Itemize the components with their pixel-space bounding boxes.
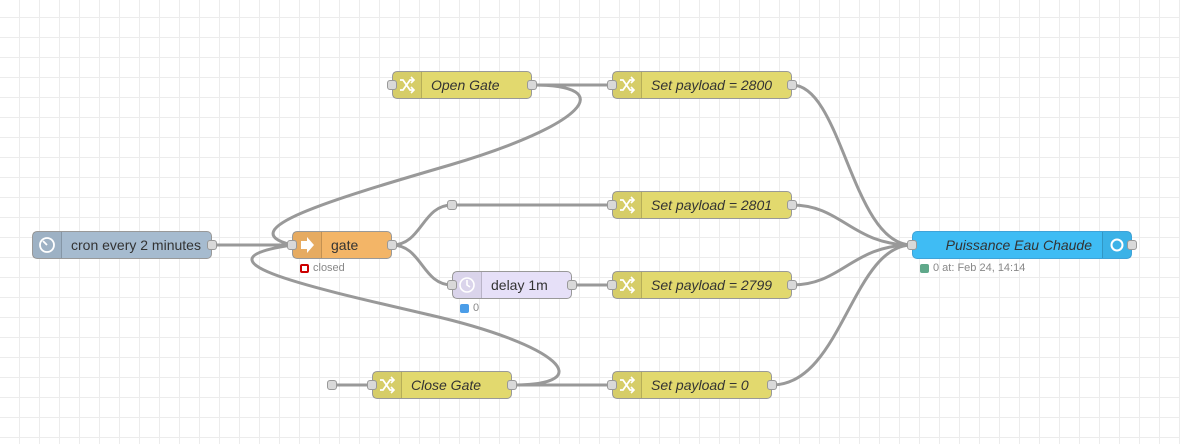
- close-gate-input-port[interactable]: [367, 380, 377, 390]
- junction-2801-port[interactable]: [447, 200, 457, 210]
- wire-close-gate-to-gate[interactable]: [250, 243, 561, 387]
- open-gate-label: Open Gate: [431, 77, 500, 93]
- gate-status-text: closed: [313, 262, 345, 274]
- open-gate-input-port[interactable]: [387, 80, 397, 90]
- close-gate-output-port[interactable]: [507, 380, 517, 390]
- gate-status: closed: [300, 262, 345, 274]
- shuffle-icon: [613, 372, 642, 398]
- set-payload-0-node[interactable]: Set payload = 0: [612, 371, 772, 399]
- set-2799-label: Set payload = 2799: [651, 277, 773, 293]
- gate-node[interactable]: gate: [292, 231, 392, 259]
- cron-node-label: cron every 2 minutes: [71, 237, 201, 253]
- shuffle-icon: [613, 72, 642, 98]
- close-gate-label: Close Gate: [411, 377, 482, 393]
- delay-node-label: delay 1m: [491, 277, 548, 293]
- mqtt-status: 0 at: Feb 24, 14:14: [920, 262, 1025, 274]
- wire-set-2801-to-mqtt[interactable]: [791, 203, 913, 247]
- set-payload-2799-node[interactable]: Set payload = 2799: [612, 271, 792, 299]
- cron-output-port[interactable]: [207, 240, 217, 250]
- mqtt-status-text: 0 at: Feb 24, 14:14: [933, 262, 1026, 274]
- cron-inject-node[interactable]: cron every 2 minutes: [32, 231, 212, 259]
- delay-status-dot-icon: [460, 303, 469, 313]
- delay-status: 0: [460, 302, 479, 314]
- wire-gate-to-set-2801[interactable]: [391, 203, 612, 247]
- set-payload-2801-node[interactable]: Set payload = 2801: [612, 191, 792, 219]
- set-2800-output-port[interactable]: [787, 80, 797, 90]
- open-gate-output-port[interactable]: [527, 80, 537, 90]
- shuffle-icon: [613, 192, 642, 218]
- set-2801-output-port[interactable]: [787, 200, 797, 210]
- gate-status-ring-icon: [300, 263, 309, 273]
- mqtt-status-dot-icon: [920, 263, 929, 273]
- set-2799-input-port[interactable]: [607, 280, 617, 290]
- mqtt-broker-icon: [1102, 232, 1131, 258]
- gate-input-port[interactable]: [287, 240, 297, 250]
- dangling-input-port[interactable]: [327, 380, 337, 390]
- shuffle-icon: [613, 272, 642, 298]
- set-2801-label: Set payload = 2801: [651, 197, 773, 213]
- wire-set-2800-to-mqtt[interactable]: [791, 83, 913, 247]
- timer-icon: [33, 232, 62, 258]
- set-2799-output-port[interactable]: [787, 280, 797, 290]
- set-2801-input-port[interactable]: [607, 200, 617, 210]
- set-0-label: Set payload = 0: [651, 377, 749, 393]
- gate-output-port[interactable]: [387, 240, 397, 250]
- shuffle-icon: [393, 72, 422, 98]
- mqtt-node-label: Puissance Eau Chaude: [945, 237, 1092, 253]
- mqtt-out-node[interactable]: Puissance Eau Chaude: [912, 231, 1132, 259]
- set-0-output-port[interactable]: [767, 380, 777, 390]
- wire-set-0-to-mqtt[interactable]: [771, 243, 913, 387]
- close-gate-node[interactable]: Close Gate: [372, 371, 512, 399]
- set-2800-input-port[interactable]: [607, 80, 617, 90]
- set-payload-2800-node[interactable]: Set payload = 2800: [612, 71, 792, 99]
- gate-node-label: gate: [331, 237, 359, 253]
- delay-status-text: 0: [473, 302, 480, 314]
- shuffle-icon: [373, 372, 402, 398]
- wire-gate-to-delay[interactable]: [391, 243, 453, 287]
- wire-open-gate-to-gate[interactable]: [271, 83, 582, 247]
- set-0-input-port[interactable]: [607, 380, 617, 390]
- wire-set-2799-to-mqtt[interactable]: [791, 243, 913, 287]
- clock-icon: [453, 272, 482, 298]
- set-2800-label: Set payload = 2800: [651, 77, 773, 93]
- delay-output-port[interactable]: [567, 280, 577, 290]
- open-gate-node[interactable]: Open Gate: [392, 71, 532, 99]
- gate-arrow-icon: [293, 232, 322, 258]
- delay-input-port[interactable]: [447, 280, 457, 290]
- delay-node[interactable]: delay 1m: [452, 271, 572, 299]
- mqtt-output-port[interactable]: [1127, 240, 1137, 250]
- mqtt-input-port[interactable]: [907, 240, 917, 250]
